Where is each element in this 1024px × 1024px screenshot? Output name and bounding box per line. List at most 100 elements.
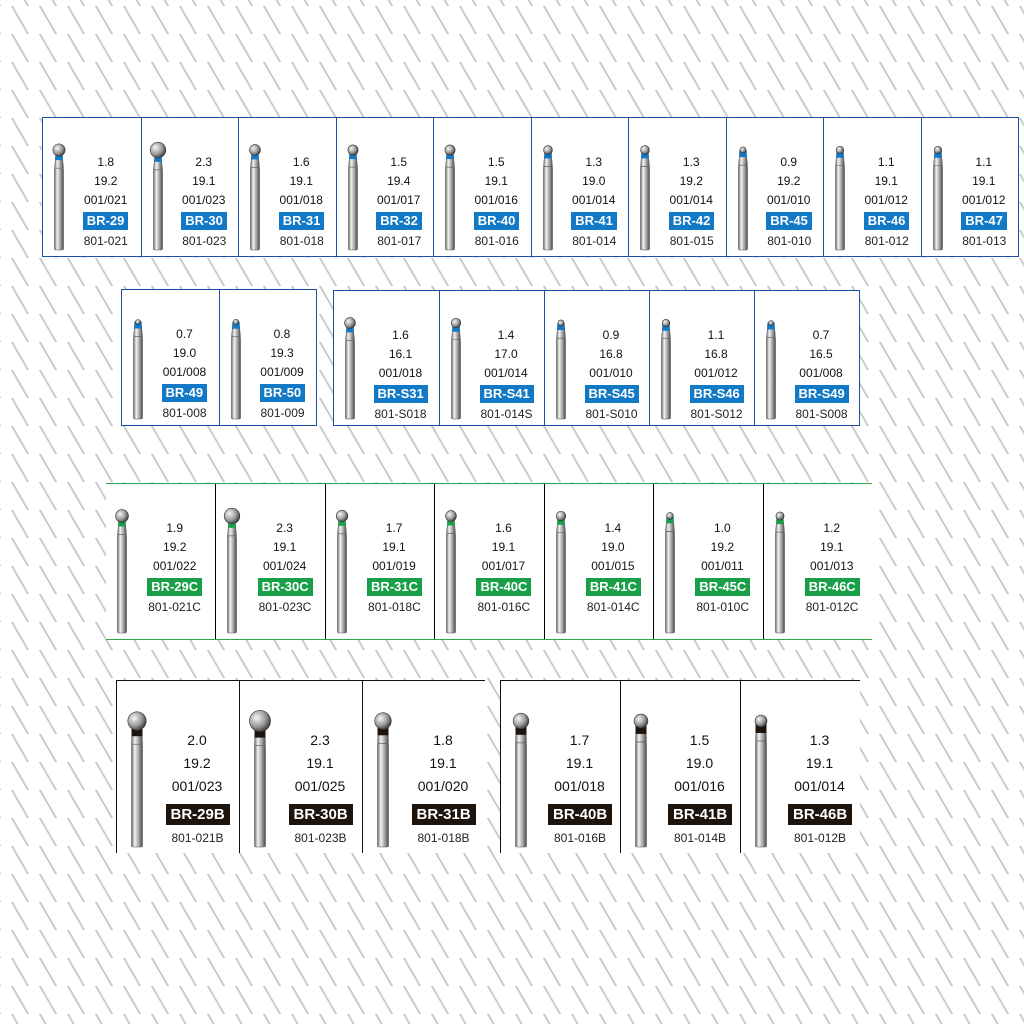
bur-illustration-icon xyxy=(555,510,566,634)
bur-code-badge: BR-46 xyxy=(863,212,910,230)
bur-code-badge: BR-40B xyxy=(548,804,613,825)
bur-length: 19.1 xyxy=(874,174,898,188)
bur-part-number: 801-023C xyxy=(258,600,312,614)
bur-specs: 2.3 19.1 001/025 xyxy=(280,729,360,798)
bur-ref: 001/012 xyxy=(962,193,1006,207)
bur-illustration-icon xyxy=(224,507,241,634)
bur-ref: 001/018 xyxy=(279,193,323,207)
bur-part-number: 801-012 xyxy=(864,234,909,248)
bur-length: 16.1 xyxy=(388,347,413,361)
bur-diameter: 1.8 xyxy=(433,732,453,748)
bur-code-badge: BR-S46 xyxy=(689,385,744,403)
bur-ref: 001/020 xyxy=(417,778,469,794)
bur-length: 19.1 xyxy=(484,174,508,188)
bur-ref: 001/014 xyxy=(794,778,845,794)
bur-ref: 001/012 xyxy=(864,193,908,207)
bur-code-badge: BR-46B xyxy=(788,804,853,825)
bur-diameter: 1.0 xyxy=(713,521,731,535)
bur-part-number: 801-018C xyxy=(368,600,421,614)
bur-code-badge: BR-30 xyxy=(181,212,227,230)
bur-code-badge: BR-45C xyxy=(695,578,751,596)
bur-illustration-icon xyxy=(640,145,650,251)
bur-ref: 001/025 xyxy=(294,778,346,794)
bur-illustration-icon xyxy=(661,318,671,420)
bur-diameter: 0.9 xyxy=(780,155,798,169)
bur-diameter: 1.4 xyxy=(604,521,622,535)
bur-code-badge: BR-S41 xyxy=(479,385,534,403)
bur-diameter: 1.5 xyxy=(487,155,505,169)
bur-diameter: 1.8 xyxy=(97,155,115,169)
bur-length: 19.0 xyxy=(172,346,197,360)
bur-diameter: 1.5 xyxy=(390,155,408,169)
bur-illustration-icon xyxy=(444,144,456,251)
bur-ref: 001/018 xyxy=(378,366,423,380)
bur-illustration-icon xyxy=(754,714,768,848)
bur-length: 19.1 xyxy=(289,174,313,188)
bur-length: 19.1 xyxy=(972,174,996,188)
bur-illustration-icon xyxy=(115,509,129,634)
bur-illustration-icon xyxy=(766,320,776,420)
bur-illustration-icon xyxy=(249,710,271,848)
bur-diameter: 1.3 xyxy=(809,732,830,748)
bur-ref: 001/010 xyxy=(767,193,811,207)
bur-length: 19.1 xyxy=(306,755,334,771)
bur-part-number: 801-S008 xyxy=(795,407,848,421)
bur-length: 19.2 xyxy=(183,755,211,771)
bur-length: 17.0 xyxy=(494,347,518,361)
bur-ref: 001/008 xyxy=(799,366,843,380)
bur-length: 19.1 xyxy=(805,755,834,771)
bur-illustration-icon xyxy=(335,509,348,634)
bur-length: 16.8 xyxy=(704,347,728,361)
bur-diameter: 2.3 xyxy=(310,732,330,748)
bur-part-number: 801-023B xyxy=(294,831,347,845)
bur-diameter: 1.2 xyxy=(823,521,841,535)
bur-illustration-icon xyxy=(450,317,462,420)
bur-code-badge: BR-S49 xyxy=(794,385,849,403)
bur-part-number: 801-021 xyxy=(83,234,128,248)
bur-illustration-icon xyxy=(445,510,458,634)
bur-part-number: 801-014S xyxy=(480,407,533,421)
bur-length: 19.0 xyxy=(582,174,606,188)
bur-code-badge: BR-45 xyxy=(766,212,812,230)
bur-illustration-icon xyxy=(249,144,261,251)
bur-length: 19.1 xyxy=(429,755,457,771)
bur-part-number: 801-016B xyxy=(554,831,607,845)
bur-diameter: 1.7 xyxy=(569,732,590,748)
bur-code-badge: BR-31B xyxy=(411,804,476,825)
bur-part-number: 801-008 xyxy=(162,406,207,420)
bur-ref: 001/011 xyxy=(701,559,744,573)
bur-diameter: 2.0 xyxy=(187,732,207,748)
bur-part-number: 801-014 xyxy=(572,234,617,248)
bur-diameter: 0.8 xyxy=(273,327,291,341)
bur-illustration-icon xyxy=(665,512,675,634)
bur-code-badge: BR-41B xyxy=(668,804,733,825)
bur-code-badge: BR-S31 xyxy=(373,385,428,403)
bur-code-badge: BR-30C xyxy=(257,578,313,596)
bur-code-badge: BR-41C xyxy=(585,578,641,596)
bur-length: 19.1 xyxy=(820,540,844,554)
bur-diameter: 1.5 xyxy=(689,732,710,748)
bur-part-number: 801-016 xyxy=(474,234,519,248)
